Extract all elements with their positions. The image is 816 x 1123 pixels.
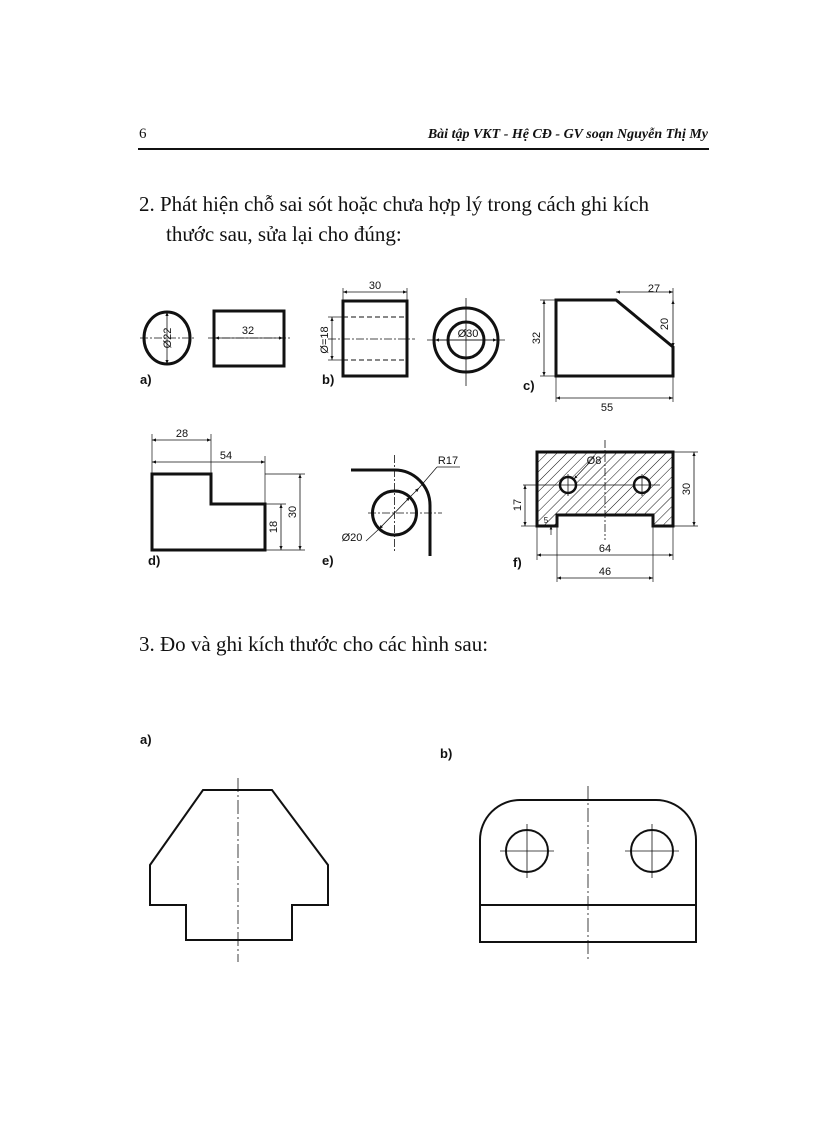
figure-2a <box>140 309 292 368</box>
dim-text: Ø30 <box>458 328 479 340</box>
dim-text: 55 <box>601 402 613 414</box>
page-number: 6 <box>139 126 147 142</box>
figure-2e <box>351 455 460 556</box>
figure-3b <box>479 786 697 962</box>
dim-text: 20 <box>659 318 671 330</box>
dim-text: 64 <box>599 543 611 555</box>
figure-2d <box>150 434 305 552</box>
dim-text: 27 <box>648 283 660 295</box>
dim-text: 30 <box>287 506 299 518</box>
figure-label-f: f) <box>513 555 522 570</box>
figure-3a <box>149 778 329 962</box>
dim-text: Ø20 <box>342 532 363 544</box>
dim-text: 18 <box>268 521 280 533</box>
exercise-2-title-line1: 2. Phát hiện chỗ sai sót hoặc chưa hợp l… <box>139 192 650 216</box>
dim-text: Ø8 <box>587 455 602 467</box>
figure-label-3b: b) <box>440 746 453 761</box>
dim-text: 17 <box>512 499 524 511</box>
dim-text: 30 <box>369 280 381 292</box>
figure-2c <box>540 288 675 402</box>
exercise-2-title-line2: thước sau, sửa lại cho đúng: <box>166 222 402 246</box>
figure-label-e: e) <box>322 553 334 568</box>
exercise-3-title: 3. Đo và ghi kích thước cho các hình sau… <box>139 632 489 656</box>
figure-label-d: d) <box>148 553 161 568</box>
figure-label-c: c) <box>523 378 535 393</box>
figure-label-a: a) <box>140 372 152 387</box>
dim-text: 32 <box>242 325 254 337</box>
figure-2f <box>521 440 698 582</box>
figure-label-b: b) <box>322 372 335 387</box>
figure-2b <box>328 288 505 386</box>
dim-text: 28 <box>176 428 188 440</box>
dim-text: 30 <box>681 483 693 495</box>
dim-text: Ø22 <box>162 328 174 349</box>
dim-text: R17 <box>438 455 458 467</box>
figure-label-3a: a) <box>140 732 152 747</box>
dim-text: 46 <box>599 566 611 578</box>
header-rule <box>138 148 709 150</box>
running-header: Bài tập VKT - Hệ CĐ - GV soạn Nguyễn Thị… <box>427 127 708 142</box>
dim-text: 5 <box>544 516 549 525</box>
dim-text: 32 <box>531 332 543 344</box>
dim-text: 54 <box>220 450 232 462</box>
dim-text: Ø=18 <box>319 326 331 353</box>
